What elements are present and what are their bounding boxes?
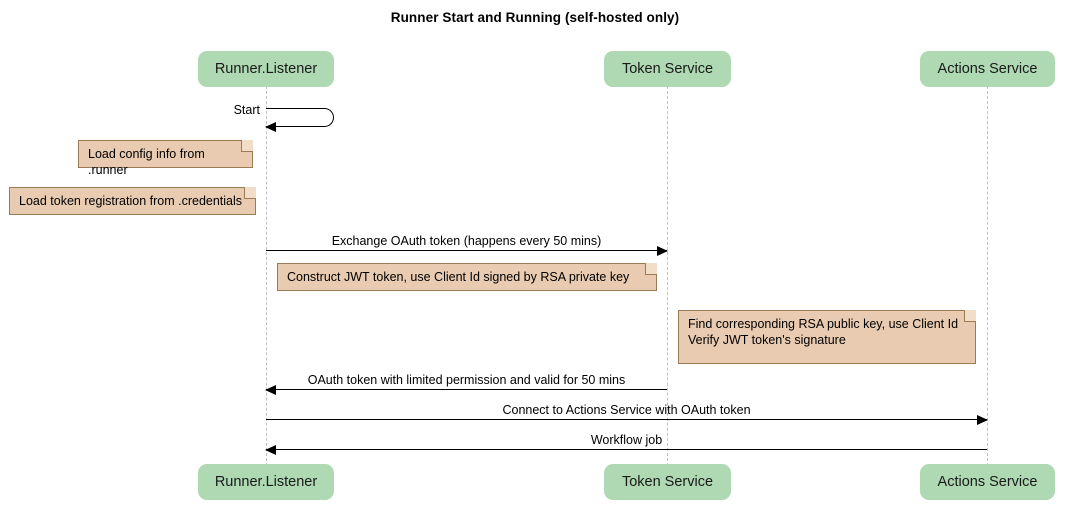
participant-label: Runner.Listener: [214, 61, 318, 77]
message-arrow-oauth-token-return: [265, 385, 667, 395]
participant-runner-listener-top[interactable]: Runner.Listener: [198, 51, 334, 87]
participant-token-service-bottom[interactable]: Token Service: [604, 464, 731, 500]
message-arrow-workflow-job: [265, 445, 987, 455]
note-load-config: Load config info from .runner: [78, 140, 253, 177]
arrowhead-left-icon: [265, 385, 276, 395]
diagram-title: Runner Start and Running (self-hosted on…: [390, 10, 680, 25]
message-label-connect-actions: Connect to Actions Service with OAuth to…: [502, 403, 751, 417]
note-fold-icon: [241, 140, 253, 152]
message-label-oauth-token-return: OAuth token with limited permission and …: [307, 373, 626, 387]
arrowhead-left-icon: [265, 122, 276, 132]
note-fold-icon: [964, 310, 976, 322]
note-verify-jwt: Find corresponding RSA public key, use C…: [678, 310, 976, 364]
note-load-token-registration: Load token registration from .credential…: [9, 187, 256, 215]
participant-runner-listener-bottom[interactable]: Runner.Listener: [198, 464, 334, 500]
participant-label: Token Service: [621, 61, 714, 77]
message-label-exchange-oauth: Exchange OAuth token (happens every 50 m…: [331, 234, 602, 248]
self-message-start-loop: [265, 108, 334, 132]
message-label-workflow-job: Workflow job: [590, 433, 663, 447]
message-arrow-exchange-oauth: [266, 246, 668, 256]
note-construct-jwt: Construct JWT token, use Client Id signe…: [277, 263, 657, 291]
note-text: Load config info from .runner: [88, 147, 205, 177]
participant-token-service-top[interactable]: Token Service: [604, 51, 731, 87]
participant-label: Runner.Listener: [214, 474, 318, 490]
note-text: Find corresponding RSA public key, use C…: [688, 317, 959, 347]
lifeline-token-service: [667, 86, 668, 466]
lifeline-actions-service: [987, 86, 988, 466]
lifeline-runner-listener: [266, 86, 267, 466]
participant-actions-service-top[interactable]: Actions Service: [920, 51, 1055, 87]
participant-label: Actions Service: [937, 61, 1038, 77]
participant-label: Token Service: [621, 474, 714, 490]
arrowhead-left-icon: [265, 445, 276, 455]
note-fold-icon: [244, 187, 256, 199]
self-message-start-label: Start: [233, 103, 260, 117]
arrowhead-right-icon: [977, 415, 988, 425]
note-text: Load token registration from .credential…: [19, 194, 243, 208]
note-text: Construct JWT token, use Client Id signe…: [287, 270, 630, 284]
message-arrow-connect-actions: [266, 415, 988, 425]
participant-actions-service-bottom[interactable]: Actions Service: [920, 464, 1055, 500]
arrowhead-right-icon: [657, 246, 668, 256]
note-fold-icon: [645, 263, 657, 275]
participant-label: Actions Service: [937, 474, 1038, 490]
